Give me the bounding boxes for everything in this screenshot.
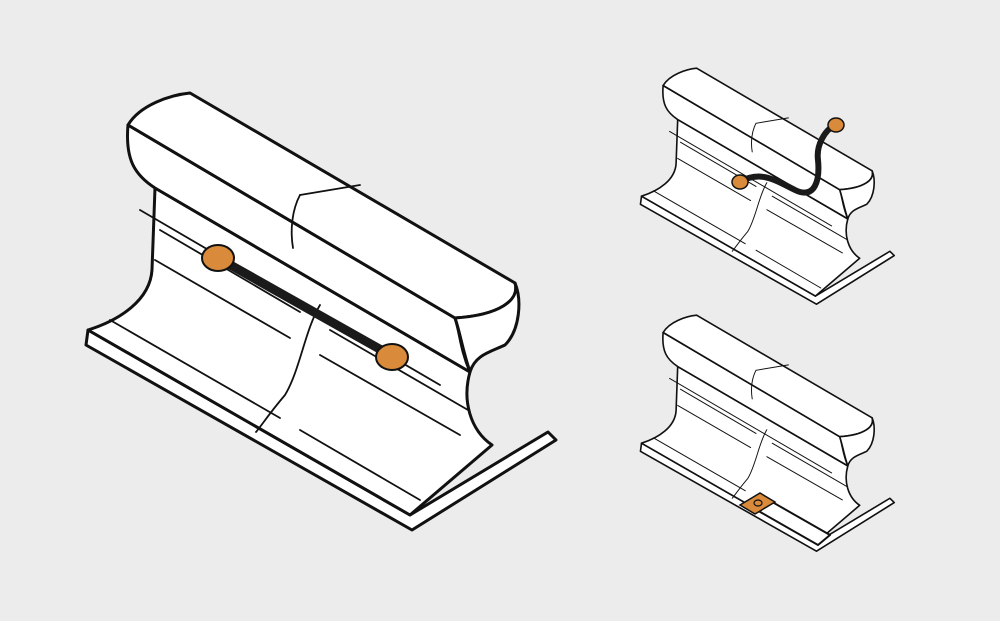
copper-terminal [201, 244, 235, 272]
copper-terminal [731, 174, 749, 190]
copper-terminal [827, 117, 845, 133]
copper-terminal [375, 343, 409, 371]
rail-joint-flexible-bond [639, 67, 896, 306]
bond-wire [213, 253, 397, 361]
bond-wire [737, 122, 838, 196]
copper-plate [738, 492, 777, 515]
rail-joint-straight-bond [84, 91, 558, 532]
rail-joint-strip-bond [639, 314, 896, 553]
